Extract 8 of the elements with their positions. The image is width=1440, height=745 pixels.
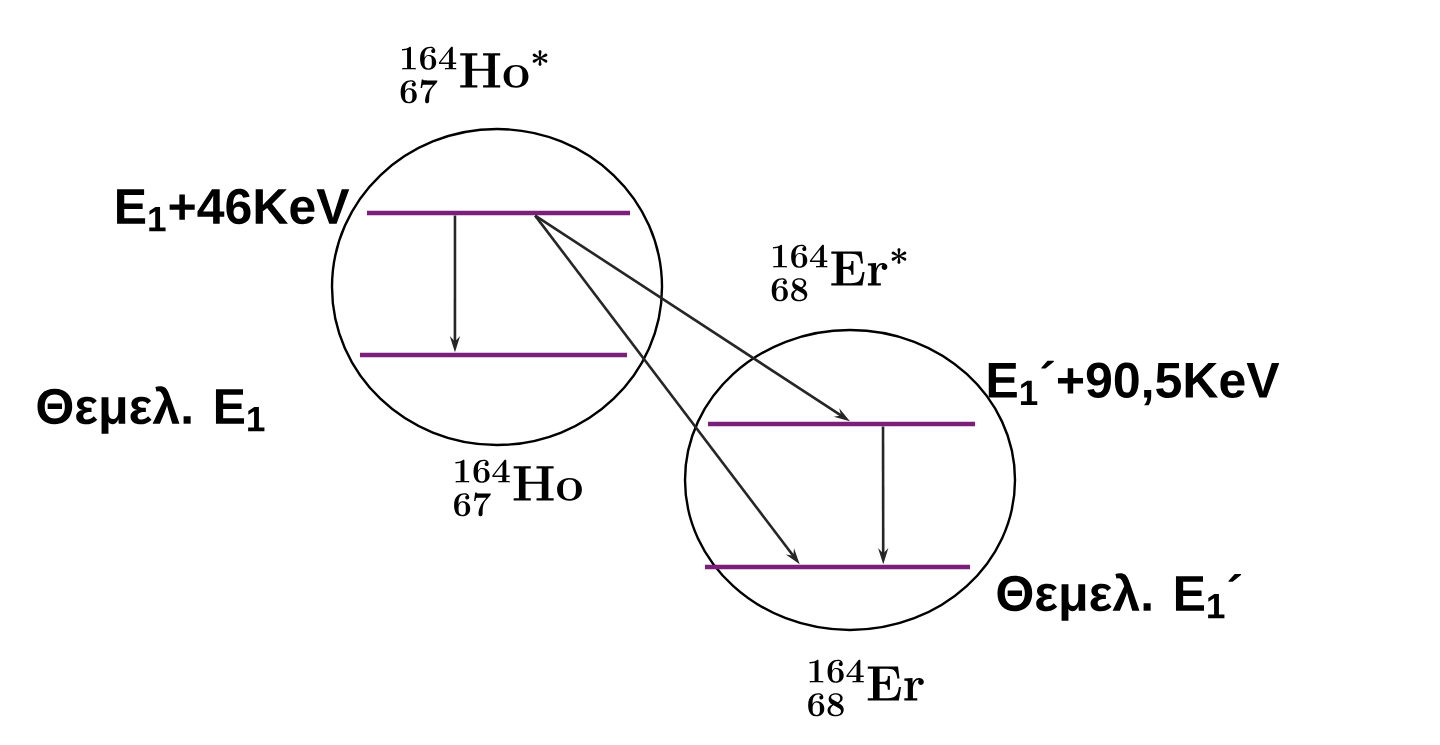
energy-level-label: E$_{1}$´+90,5KeV: [988, 360, 1280, 406]
nuclide-label: $^{\mathbf{164}}_{\mathbf{67}}\mathbf{Ho}^{*}$: [400, 46, 548, 104]
nuclide-label: $^{\mathbf{164}}_{\mathbf{68}}\mathbf{Er}^{*}$: [771, 244, 907, 302]
energy-level-label: E$_{1}$+46KeV: [117, 188, 350, 232]
energy-level-label: Θεμελ. E$_{1}$: [37, 386, 265, 434]
nuclide-label: $^{\mathbf{164}}_{\mathbf{68}}\mathbf{Er}$: [808, 659, 924, 717]
energy-level-label: Θεμελ. E$_{1}$´: [997, 573, 1241, 621]
nuclide-label: $^{\mathbf{164}}_{\mathbf{67}}\mathbf{Ho}$: [454, 459, 582, 517]
